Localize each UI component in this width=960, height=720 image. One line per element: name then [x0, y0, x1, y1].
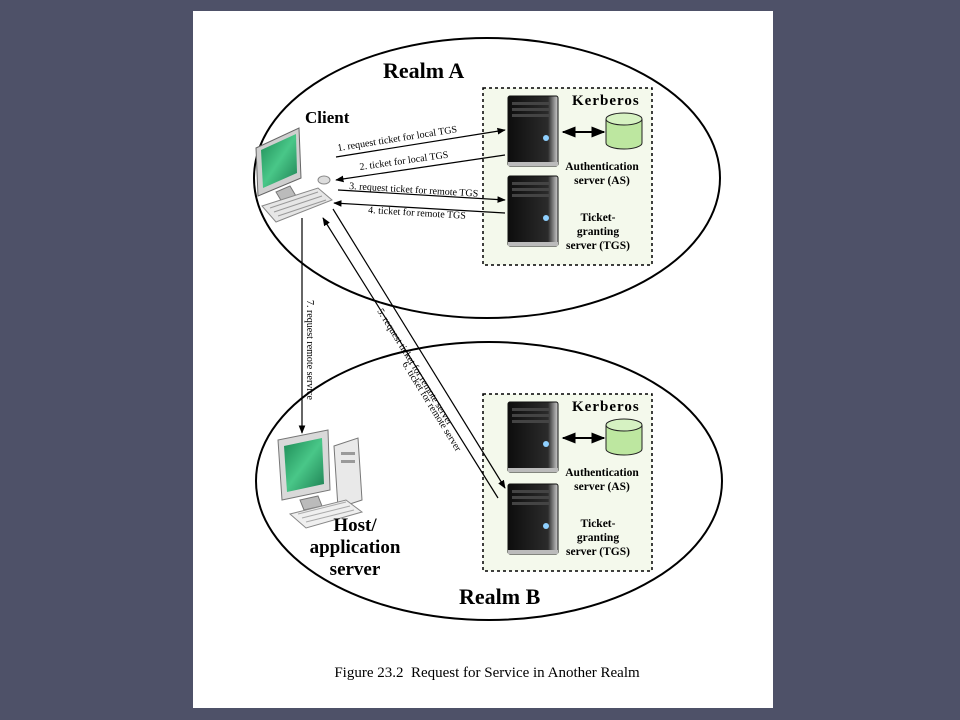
client-computer-icon [255, 127, 333, 223]
realm-a-title: Realm A [383, 58, 464, 83]
arrow-4-label: 4. ticket for remote TGS [368, 205, 466, 222]
host-label-3: server [330, 559, 381, 580]
realm-b-tgs-label-1: Ticket- [581, 518, 616, 530]
arrow-1-label: 1. request ticket for local TGS [337, 124, 458, 154]
realm-b-database-icon [605, 418, 643, 456]
realm-a-ellipse [253, 37, 721, 319]
realm-b-ellipse [255, 341, 723, 621]
realm-a-database-icon [605, 112, 643, 150]
arrow-6-label: 6. ticket for remote server [399, 360, 463, 454]
realm-b-tgs-label-3: server (TGS) [566, 546, 630, 558]
host-label-2: application [310, 537, 401, 558]
host-computer-icon [277, 429, 364, 529]
arrow-3 [337, 189, 506, 203]
arrow-7-label: 7. request remote service [304, 300, 315, 401]
realm-b-as-label-1: Authentication [565, 467, 639, 479]
realm-b-tgs-server-icon [507, 483, 559, 555]
realm-a-as-server-icon [507, 95, 559, 167]
realm-b-kerberos-label: Kerberos [572, 399, 640, 415]
realm-a-tgs-label-3: server (TGS) [566, 240, 630, 252]
realm-a-kerberos-label: Kerberos [572, 93, 640, 109]
host-label-1: Host/ [333, 515, 377, 536]
figure-caption: Figure 23.2 Request for Service in Anoth… [334, 665, 640, 681]
realm-b-as-label-2: server (AS) [574, 481, 630, 493]
realm-a-as-label-2: server (AS) [574, 175, 630, 187]
arrow-3-label: 3. request ticket for remote TGS [349, 181, 479, 200]
arrow-5 [332, 208, 506, 489]
arrow-2 [335, 154, 506, 183]
arrow-4 [333, 200, 506, 214]
realm-b-title: Realm B [459, 584, 541, 609]
realm-a-tgs-label-2: granting [577, 226, 619, 238]
realm-a-tgs-label-1: Ticket- [581, 212, 616, 224]
realm-a-tgs-server-icon [507, 175, 559, 247]
arrow-6 [322, 217, 499, 499]
client-label: Client [305, 108, 350, 127]
arrow-1 [335, 127, 506, 158]
realm-a-as-label-1: Authentication [565, 161, 639, 173]
realm-b-tgs-label-2: granting [577, 532, 619, 544]
realm-b-as-server-icon [507, 401, 559, 473]
